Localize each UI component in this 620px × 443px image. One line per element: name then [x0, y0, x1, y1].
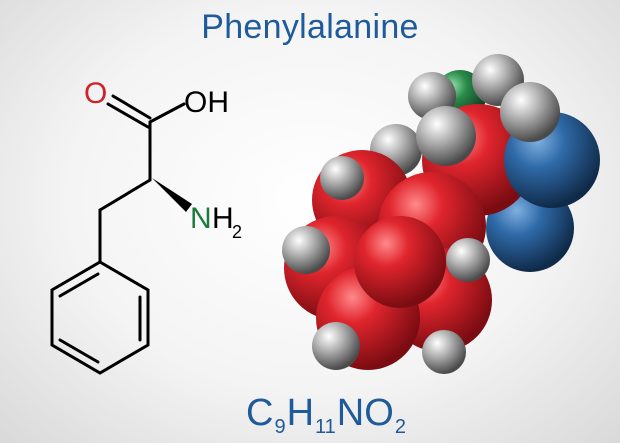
- molecular-formula: C 9 H 11 N O 2: [246, 385, 407, 438]
- formula-subscript: 9: [274, 416, 286, 438]
- formula-element: N: [336, 392, 365, 434]
- formula-subscript: 2: [394, 416, 406, 438]
- formula-element: H: [286, 392, 315, 434]
- page-title: Phenylalanine: [201, 8, 419, 46]
- atom-hydrogen: [416, 106, 476, 166]
- amine-h-subscript: 2: [232, 222, 242, 242]
- hydroxyl-label: OH: [184, 86, 229, 119]
- atom-hydrogen: [312, 322, 360, 370]
- formula-subscript: 11: [315, 416, 336, 438]
- formula-element: C: [246, 392, 274, 434]
- formula-element: O: [364, 392, 394, 434]
- atom-hydrogen: [500, 82, 560, 142]
- atom-hydrogen: [320, 156, 364, 200]
- atom-hydrogen: [446, 238, 490, 282]
- amine-h-label: H: [212, 202, 234, 235]
- atom-hydrogen: [282, 226, 330, 274]
- atom-red: [354, 216, 446, 308]
- wedge-bond: [152, 178, 192, 212]
- carbonyl-oxygen-label: O: [84, 77, 107, 110]
- amine-n-label: N: [190, 202, 212, 235]
- atom-hydrogen: [422, 330, 466, 374]
